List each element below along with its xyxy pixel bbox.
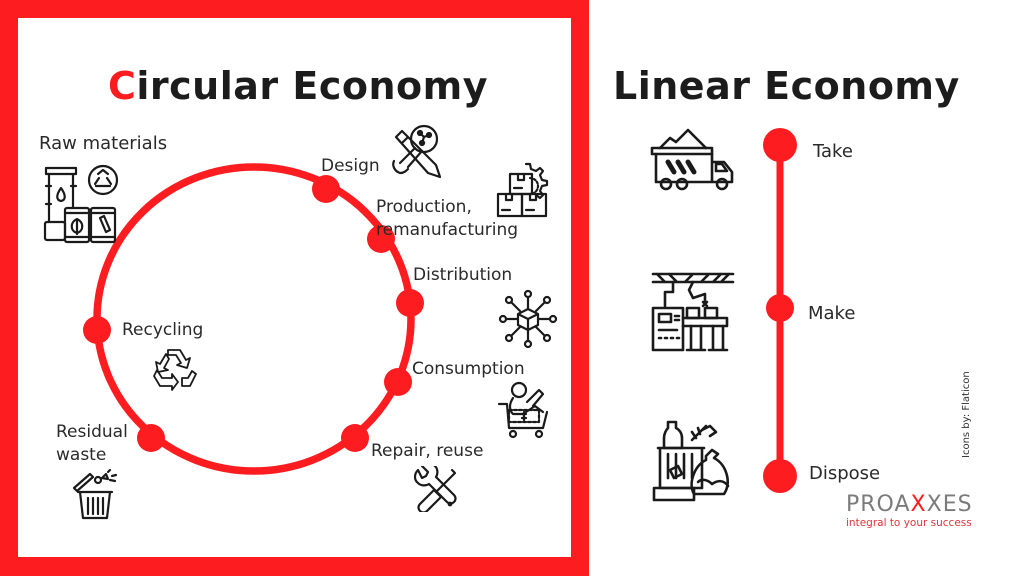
stage-production-label: Production, [376, 197, 472, 217]
raw-materials-label: Raw materials [39, 133, 168, 154]
circular-economy-frame [0, 0, 589, 576]
step-dispose-label: Dispose [809, 463, 881, 484]
stage-production-label-line2: remanufacturing [376, 220, 519, 240]
step-take-label: Take [813, 141, 853, 162]
logo-wordmark: PROAXXES [846, 492, 973, 517]
stage-distribution-label: Distribution [413, 265, 513, 285]
title-accent-letter: C [108, 64, 137, 108]
linear-economy-title: Linear Economy [613, 64, 960, 108]
node-production [367, 225, 395, 253]
stage-repair-label: Repair, reuse [371, 441, 484, 461]
node-design [312, 175, 340, 203]
dump-truck-icon [650, 128, 740, 198]
repair-wrench-screwdriver-icon [412, 462, 458, 516]
distribution-network-box-icon [498, 289, 558, 353]
circular-economy-title: Circular Economy [108, 64, 488, 108]
recycle-icon [150, 346, 200, 396]
factory-assembly-line-icon [651, 270, 735, 358]
node-distribution [396, 289, 424, 317]
stage-residual-waste-label: Residual [56, 422, 128, 442]
consumption-shopping-cart-icon [497, 380, 557, 444]
stage-residual-waste-label-line2: waste [56, 445, 107, 465]
stage-recycling-label: Recycling [122, 320, 204, 340]
step-make-label: Make [808, 303, 856, 324]
icons-credit: Icons by: Flaticon [961, 371, 972, 458]
proaxxes-logo: PROAXXES integral to your success [846, 494, 973, 530]
node-dispose [763, 459, 797, 493]
linear-flow-line [763, 128, 797, 493]
design-lightbulb-pencil-icon [390, 123, 446, 183]
node-repair [341, 424, 369, 452]
node-make [766, 294, 794, 322]
production-boxes-gear-icon [496, 160, 556, 224]
node-consumption [384, 368, 412, 396]
logo-tagline: integral to your success [846, 517, 972, 529]
raw-materials-barrels-icon [43, 164, 123, 248]
node-residual-waste [137, 424, 165, 452]
node-take [763, 128, 797, 162]
circular-cycle-ring [83, 163, 424, 475]
garbage-pile-icon [652, 420, 736, 508]
stage-design-label: Design [321, 156, 380, 176]
waste-trash-bin-icon [70, 468, 122, 524]
stage-consumption-label: Consumption [412, 359, 525, 379]
node-recycling [83, 316, 111, 344]
